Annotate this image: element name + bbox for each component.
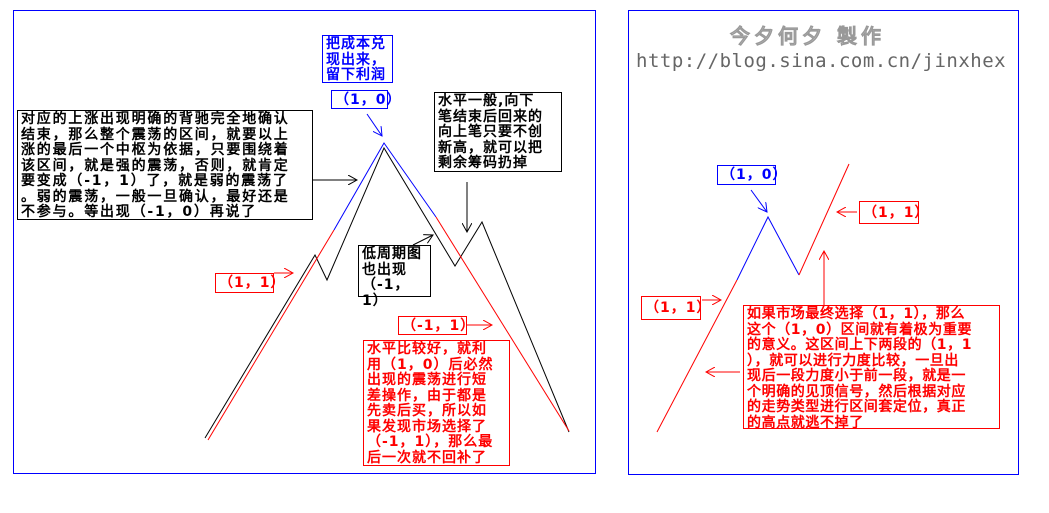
note-confirmation: 对应的上涨出现明确的背驰完全地确认 结束，那么整个震荡的区间，就要以上 涨的最后… bbox=[17, 110, 313, 220]
lower-level-stroke-line bbox=[204, 146, 570, 439]
label-minus1-1: （-1，1） bbox=[398, 316, 474, 335]
label-1-1: （1，1） bbox=[215, 273, 284, 293]
arrow-right-top-label bbox=[750, 189, 767, 212]
note-take-profit: 把成本兑 现出来， 留下利润 bbox=[322, 35, 393, 83]
down-trend-line bbox=[435, 216, 570, 432]
arrow-top-label bbox=[366, 113, 382, 136]
right-up-trend-line-1 bbox=[656, 279, 738, 433]
right-panel bbox=[628, 10, 1019, 475]
right-up-trend-line-2 bbox=[798, 163, 850, 276]
arrow-lower-cycle bbox=[412, 235, 433, 246]
consolidation-line bbox=[333, 142, 437, 231]
note-top-signal: 如果市场最终选择（1，1），那么 这个（1，0）区间就有着极为重要 的意义。这区… bbox=[743, 305, 1000, 430]
note-good-skill: 水平比较好，就利 用（1，0）后必然 出现的震荡进行短 差操作，由于都是 先卖后… bbox=[363, 340, 510, 466]
right-label-1-1-top: （1，1） bbox=[859, 201, 928, 224]
blog-url: http://blog.sina.com.cn/jinxhex bbox=[636, 50, 1007, 72]
left-panel bbox=[13, 10, 596, 474]
right-label-1-1-left: （1，1） bbox=[641, 296, 710, 320]
watermark: 今夕何夕 製作 bbox=[730, 24, 885, 49]
right-consolidation-line bbox=[736, 215, 800, 281]
right-label-1-0: （1，0） bbox=[717, 165, 786, 185]
note-average-skill: 水平一般,向下 笔结束后回来的 向上笔只要不创 新高，就可以把 剩余筹码扔掉 bbox=[434, 92, 562, 172]
up-trend-line bbox=[207, 229, 335, 441]
note-lower-cycle: 低周期图 也出现 （-1，1） bbox=[358, 245, 431, 308]
label-1-0: （1，0） bbox=[331, 90, 400, 109]
